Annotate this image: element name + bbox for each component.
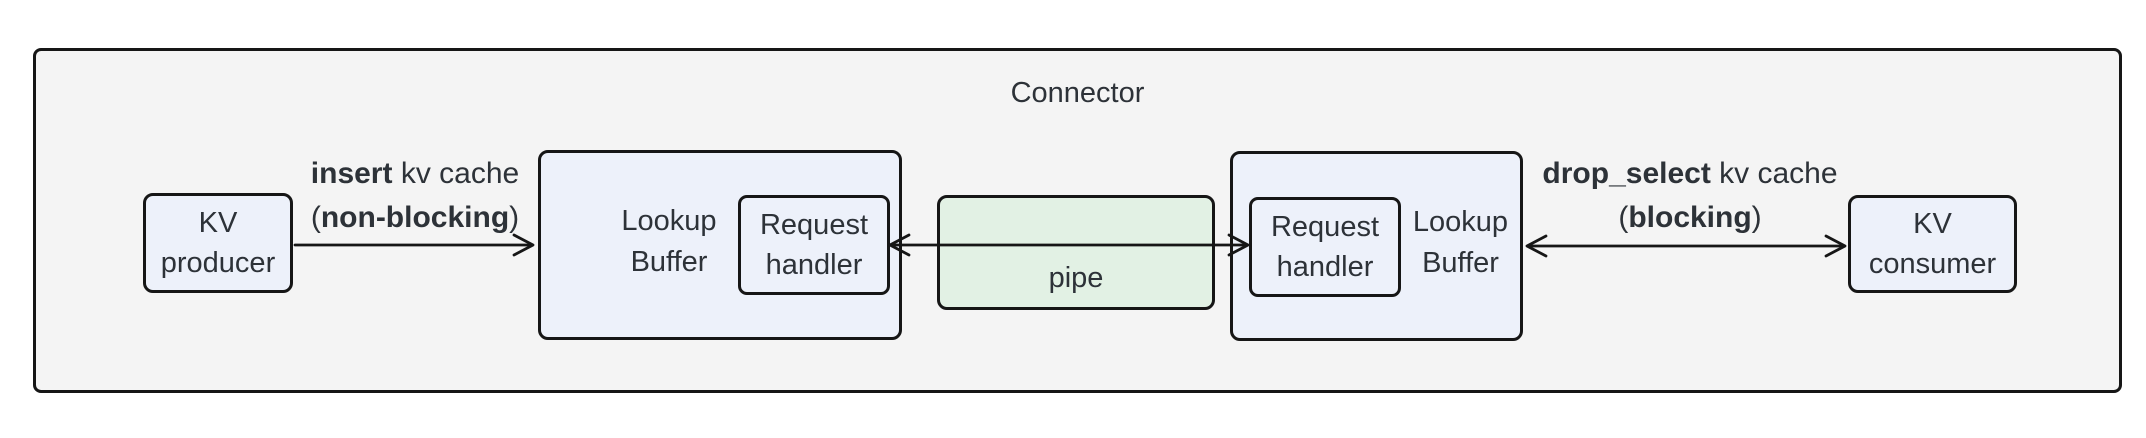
edge-label-line1: drop_select kv cache (1542, 157, 1838, 190)
insert-mode-name: non-blocking (320, 201, 510, 234)
insert-op-name: insert (310, 157, 393, 190)
edge-label-line1: insert kv cache (310, 157, 520, 190)
node-pipe-label: pipe (1048, 262, 1104, 294)
edge-label-insert: insert kv cache (non-blocking) (255, 152, 575, 240)
node-kv-consumer: KV consumer (1848, 195, 2017, 293)
drop-select-mode-name: blocking (1628, 201, 1752, 234)
lookup-buffer-right-label: Lookup Buffer (1412, 206, 1509, 279)
drop-select-op-name: drop_select (1542, 157, 1711, 190)
node-lookup-buffer-left: Lookup Buffer Request handler (538, 150, 902, 340)
node-kv-producer: KV producer (143, 193, 293, 293)
lookup-buffer-left-label: Lookup Buffer (621, 205, 717, 278)
edge-label-line2: (blocking) (1618, 201, 1762, 234)
connector-group-title: Connector (1010, 77, 1145, 109)
node-label-line: KV (1913, 208, 1952, 240)
node-pipe-box (937, 195, 1215, 310)
node-request-handler-left: Request handler (738, 195, 890, 295)
node-request-handler-right: Request handler (1249, 197, 1401, 297)
node-label-line: consumer (1868, 248, 1997, 280)
node-label-line: KV (198, 207, 238, 239)
node-label-line: producer (160, 247, 276, 279)
edge-label-drop-select: drop_select kv cache (blocking) (1530, 152, 1850, 240)
node-lookup-buffer-right: Request handler Lookup Buffer (1230, 151, 1523, 341)
edge-label-line2: (non-blocking) (310, 201, 520, 234)
